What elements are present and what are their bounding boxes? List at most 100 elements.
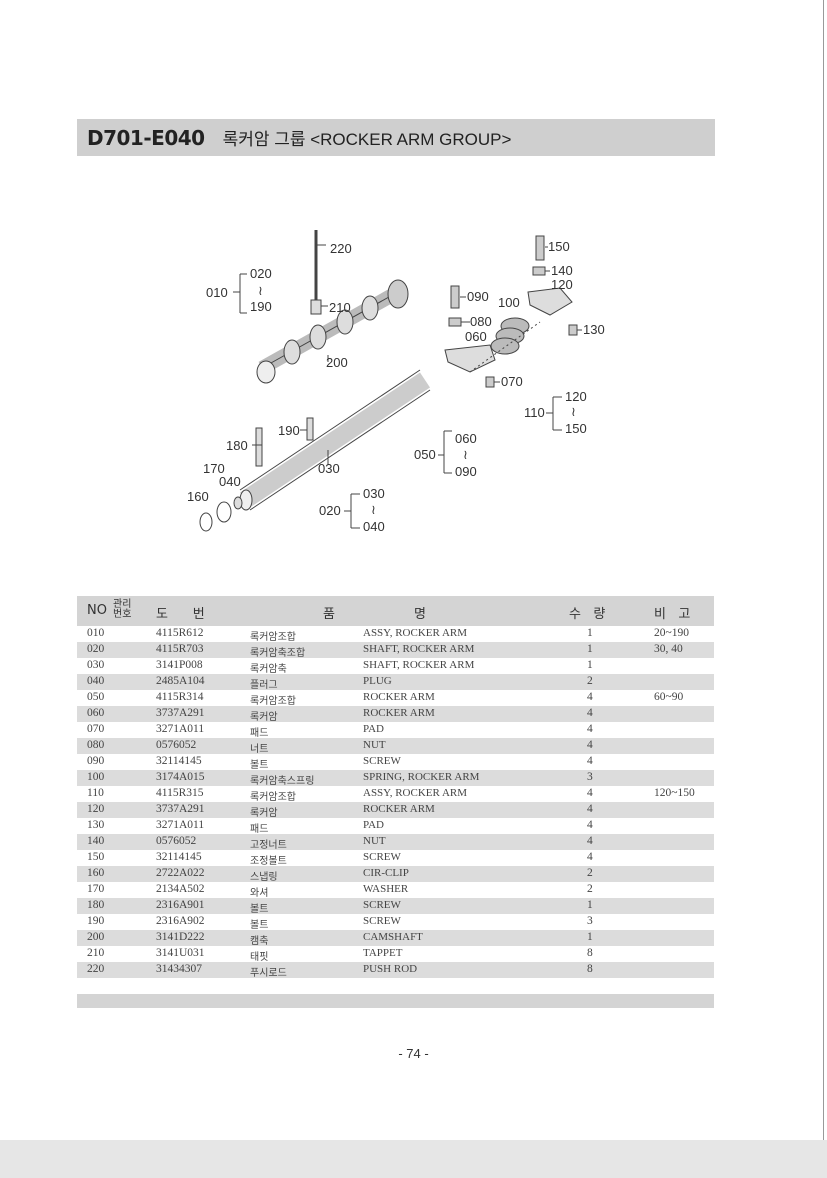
parts-table-header: NO 관리 번호 도 번 품 명 수 량 비 고 (77, 596, 714, 626)
header-no: NO (87, 603, 107, 618)
cell-part-number: 4115R612 (156, 627, 204, 639)
cell-name-kr: 조정볼트 (250, 856, 287, 867)
cell-part-number: 2485A104 (156, 675, 205, 687)
cell-name-en: ASSY, ROCKER ARM (363, 787, 468, 799)
cell-name-kr: 록커암축조합 (250, 648, 306, 659)
cell-no: 170 (87, 883, 105, 895)
callout-120: 120 (551, 277, 573, 292)
cell-part-number: 32114145 (156, 755, 202, 767)
cell-no: 030 (87, 659, 105, 671)
cell-name-en: SCREW (363, 915, 401, 927)
cell-part-number: 3737A291 (156, 707, 205, 719)
camshaft-part (256, 279, 409, 384)
cell-name-en: SCREW (363, 755, 401, 767)
callout-180: 180 (226, 438, 248, 453)
cell-part-number: 3141P008 (156, 659, 203, 671)
cell-qty: 4 (587, 707, 593, 719)
cell-part-number: 2722A022 (156, 867, 205, 879)
callout-190-screw: 190 (278, 423, 300, 438)
group-title: 록커암 그룹 <ROCKER ARM GROUP> (222, 130, 512, 149)
cell-name-kr: 스냅링 (250, 872, 278, 883)
callout-220: 220 (330, 241, 352, 256)
washer-part (216, 501, 232, 523)
cell-name-kr: 태핏 (250, 952, 269, 963)
cell-no: 090 (87, 755, 105, 767)
callout-060-range: 060 (455, 431, 477, 446)
cell-name-kr: 고정너트 (250, 840, 287, 851)
cell-name-en: PUSH ROD (363, 963, 418, 975)
callout-040: 040 (219, 474, 241, 489)
header-qty: 수 량 (569, 607, 606, 622)
cell-qty: 1 (587, 627, 593, 639)
callout-030-range: 030 (363, 486, 385, 501)
cell-part-number: 31434307 (156, 963, 202, 975)
cell-no: 070 (87, 723, 105, 735)
title-bar: D701-E040 록커암 그룹 <ROCKER ARM GROUP> (77, 119, 715, 156)
cell-name-en: SHAFT, ROCKER ARM (363, 643, 475, 655)
header-part-number: 도 번 (156, 607, 205, 622)
cell-part-number: 3737A291 (156, 803, 205, 815)
plug-part (233, 496, 243, 510)
table-row: 090 32114145 볼트 SCREW 4 (77, 754, 714, 771)
range-tilde: ≀ (371, 502, 376, 517)
cell-qty: 1 (587, 643, 593, 655)
cell-no: 200 (87, 931, 105, 943)
cell-part-number: 4115R314 (156, 691, 204, 703)
cell-name-kr: 볼트 (250, 760, 269, 771)
pad-130-part (568, 324, 578, 336)
circlip-part (199, 512, 213, 532)
cell-qty: 4 (587, 755, 593, 767)
exploded-parts-diagram: 220 150 140 120 010 020 ≀ 190 210 090 10… (187, 230, 605, 534)
callout-100: 100 (498, 295, 520, 310)
callout-190: 190 (250, 299, 272, 314)
callout-150: 150 (548, 239, 570, 254)
cell-qty: 1 (587, 931, 593, 943)
cell-part-number: 0576052 (156, 739, 197, 751)
cell-name-en: PLUG (363, 675, 392, 687)
cell-no: 210 (87, 947, 105, 959)
cell-name-en: PAD (363, 723, 384, 735)
cell-name-en: ROCKER ARM (363, 803, 435, 815)
callout-090: 090 (467, 289, 489, 304)
cell-part-number: 3271A011 (156, 819, 205, 831)
cell-name-kr: 록커암 (250, 808, 278, 819)
callout-070: 070 (501, 374, 523, 389)
screw-190-part (306, 417, 314, 441)
parts-table-footer-bar (77, 994, 714, 1008)
rocker-arm-120-part (527, 287, 573, 316)
cell-name-kr: 볼트 (250, 920, 269, 931)
header-mgmt-no: 관리 번호 (113, 599, 132, 620)
callout-120-range: 120 (565, 389, 587, 404)
callout-140: 140 (551, 263, 573, 278)
callout-210: 210 (329, 300, 351, 315)
callout-160: 160 (187, 489, 209, 504)
cell-part-number: 4115R703 (156, 643, 204, 655)
cell-remarks: 120~150 (654, 787, 695, 799)
cell-qty: 4 (587, 787, 593, 799)
cell-name-kr: 록커암 (250, 712, 278, 723)
nut-140-part (532, 266, 546, 276)
callout-130: 130 (583, 322, 605, 337)
header-name-en: 명 (414, 607, 426, 622)
cell-name-kr: 플러그 (250, 680, 278, 691)
group-code: D701-E040 (87, 125, 205, 150)
cell-name-en: ROCKER ARM (363, 707, 435, 719)
callout-010: 010 (206, 285, 228, 300)
cell-name-en: SPRING, ROCKER ARM (363, 771, 480, 783)
cell-name-en: SCREW (363, 851, 401, 863)
cell-qty: 1 (587, 899, 593, 911)
cell-part-number: 3141U031 (156, 947, 205, 959)
cell-name-kr: 패드 (250, 728, 269, 739)
header-remarks: 비 고 (654, 607, 691, 622)
callout-030: 030 (318, 461, 340, 476)
cell-no: 220 (87, 963, 105, 975)
cell-qty: 4 (587, 739, 593, 751)
cell-name-kr: 볼트 (250, 904, 269, 915)
